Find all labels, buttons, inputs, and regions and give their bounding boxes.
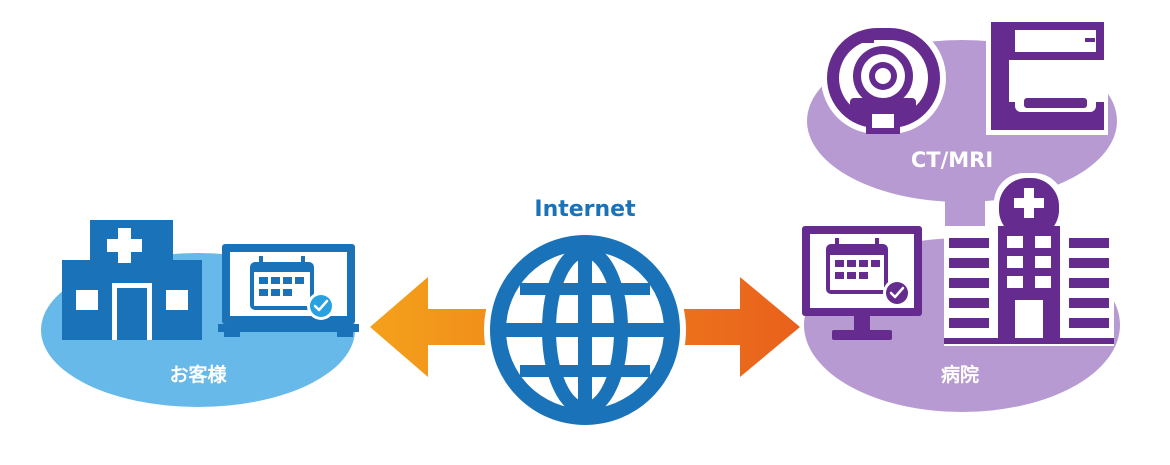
ct-scanner-icon <box>821 22 946 134</box>
calendar-monitor-icon <box>802 226 922 340</box>
globe-icon <box>484 229 686 431</box>
clinic-building-icon <box>62 220 202 340</box>
mri-scanner-icon <box>986 17 1108 135</box>
calendar-monitor-icon <box>218 244 359 337</box>
hospital-building-icon <box>944 173 1114 346</box>
hospital-label: 病院 <box>940 364 980 386</box>
ct-mri-label: CT/MRI <box>910 148 994 172</box>
internet-label: Internet <box>534 197 636 222</box>
customer-label: お客様 <box>169 364 227 386</box>
